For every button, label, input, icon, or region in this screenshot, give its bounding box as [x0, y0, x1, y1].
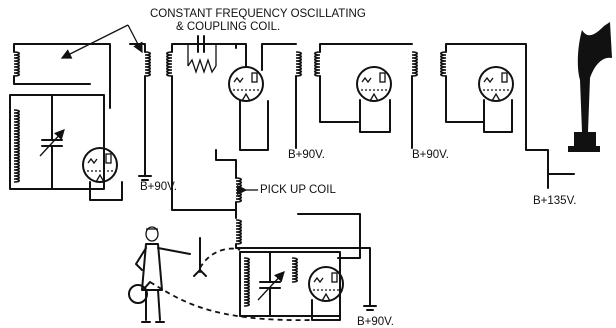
oscillating-coil-label-line1: CONSTANT FREQUENCY OSCILLATING: [150, 8, 366, 20]
fixed-oscillator-circuit: [9, 43, 152, 201]
pickup-coil-label: PICK UP COIL: [260, 184, 336, 196]
detector-stage: [165, 35, 303, 211]
loudspeaker-horn-icon: [568, 22, 612, 152]
amplifier-stage-1: [313, 43, 419, 149]
amplifier-tube-2-icon: [478, 66, 514, 102]
b-plus-90-oscillator-label: B+90V.: [140, 181, 177, 193]
variable-oscillator-circuit: [235, 209, 377, 321]
performer-figure: [128, 226, 191, 323]
performer-hand-disc: [128, 284, 148, 304]
detector-tube-icon: [228, 66, 264, 102]
oscillator-tank-coil: [13, 109, 21, 183]
antenna-rod-icon: [193, 237, 207, 277]
variable-oscillator-tube-icon: [308, 266, 344, 302]
grid-leak-resistor-icon: [187, 57, 217, 75]
ground-lead-dashed: [149, 281, 313, 321]
oscillating-coil-label-line2: & COUPLING COIL.: [176, 21, 280, 33]
tuning-capacitor-icon: [257, 251, 285, 317]
b-plus-90-bottom-label: B+90V.: [357, 316, 394, 328]
b-plus-90-stage1-label: B+90V.: [288, 149, 325, 161]
grid-capacitor-icon: [197, 35, 205, 53]
amplifier-stage-2: [439, 43, 575, 189]
label-pointer-arrows: [60, 24, 143, 59]
oscillator-tube-icon: [82, 147, 118, 183]
amplifier-tube-1-icon: [356, 66, 392, 102]
b-plus-135-label: B+135V.: [533, 195, 576, 207]
pickup-coil: [235, 177, 243, 203]
variable-capacitor-icon: [39, 94, 65, 190]
antenna-lead-dashed: [199, 247, 241, 269]
b-plus-90-stage2-label: B+90V.: [412, 149, 449, 161]
